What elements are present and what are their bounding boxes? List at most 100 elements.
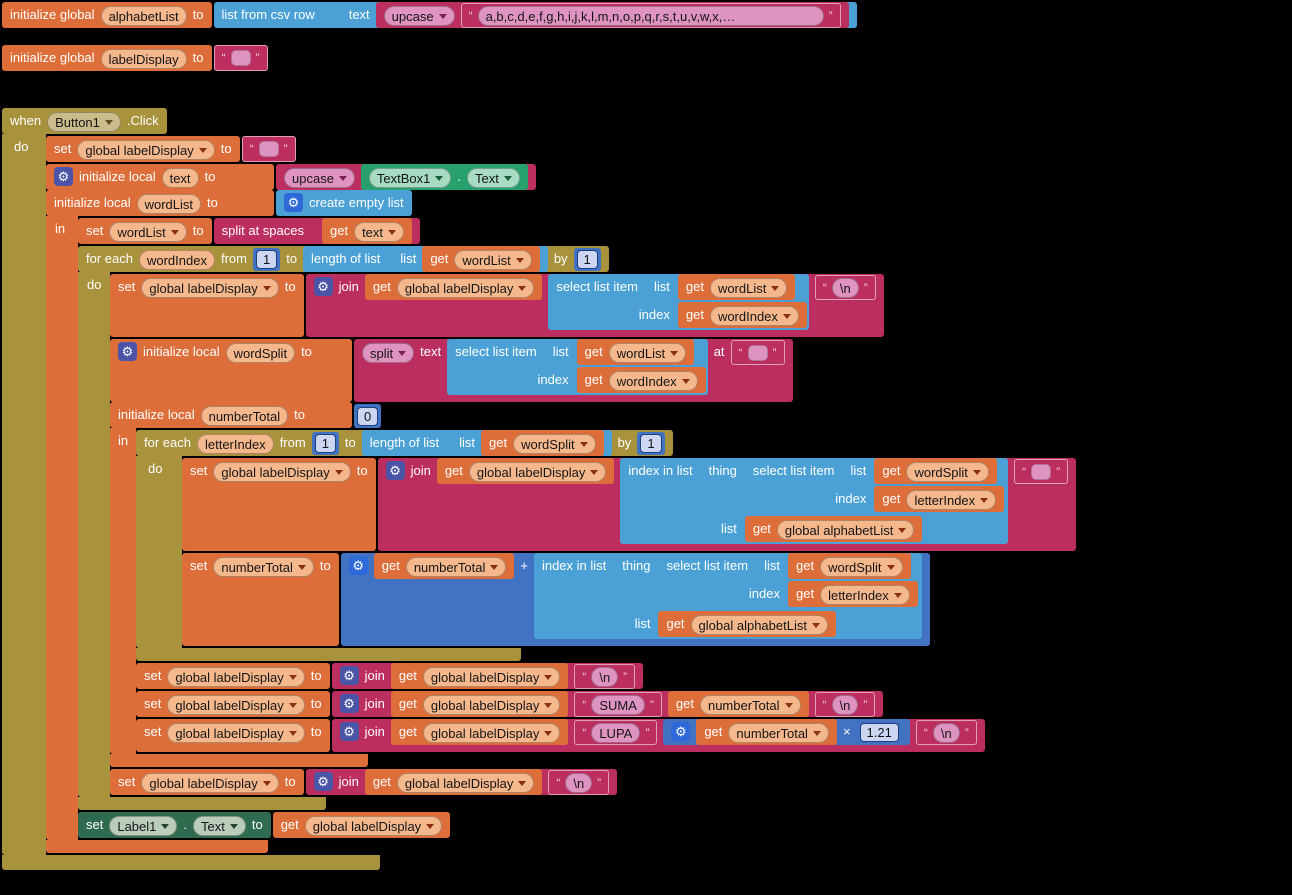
variable-dropdown[interactable]: global labelDisplay: [77, 140, 215, 160]
init-local-header-seg[interactable]: ⚙ initialize local text to: [46, 164, 274, 190]
string-input[interactable]: \n: [831, 277, 859, 298]
variable-dropdown[interactable]: numberTotal: [728, 723, 829, 743]
string-input[interactable]: SUMA: [591, 694, 645, 715]
variable-dropdown[interactable]: wordList: [454, 250, 532, 270]
empty-string-block[interactable]: “”: [1014, 459, 1069, 484]
init-global-header[interactable]: initialize global labelDisplay to: [2, 45, 212, 71]
set-variable-block[interactable]: set global labelDisplay to: [182, 458, 376, 551]
append-word-row[interactable]: set global labelDisplay to ⚙ join: [110, 274, 884, 337]
variable-dropdown[interactable]: global labelDisplay: [167, 695, 305, 715]
variable-dropdown[interactable]: global alphabetList: [690, 615, 828, 635]
foreach-header[interactable]: for each wordIndex from 1 to length of l…: [78, 246, 609, 272]
set-variable-block[interactable]: set global labelDisplay to: [110, 769, 304, 795]
init-local-header-seg[interactable]: initialize local wordList to: [46, 190, 274, 216]
number-input[interactable]: 0: [357, 406, 379, 426]
empty-string-block[interactable]: “”: [241, 136, 296, 162]
append-lupa-row[interactable]: set global labelDisplay to ⚙: [136, 719, 985, 752]
local-text-name-field[interactable]: text: [161, 168, 199, 188]
number-input[interactable]: 1: [255, 250, 278, 269]
init-global-labeldisplay-block[interactable]: initialize global labelDisplay to “ ”: [2, 45, 268, 71]
init-global-header[interactable]: initialize global alphabetList to: [2, 2, 212, 28]
init-local-text-wordlist-block[interactable]: ⚙ initialize local text to upcase TextBo…: [46, 164, 1077, 853]
number-input[interactable]: 1: [576, 250, 598, 269]
create-empty-list-block[interactable]: ⚙ create empty list: [276, 190, 412, 216]
text-string-block[interactable]: “ a,b,c,d,e,f,g,h,i,j,k,l,m,n,o,p,q,r,s,…: [460, 3, 841, 28]
set-variable-block[interactable]: set wordList to: [78, 218, 212, 244]
split-dropdown[interactable]: split: [362, 343, 415, 363]
mutator-gear-icon[interactable]: ⚙: [385, 461, 405, 480]
length-of-list-block[interactable]: length of list list get wordList: [303, 246, 548, 272]
upcase-dropdown[interactable]: upcase: [383, 6, 455, 26]
init-local-wordlist-row[interactable]: initialize local wordList to ⚙ create em…: [46, 190, 412, 216]
number-block[interactable]: 1: [637, 432, 665, 455]
append-letter-row[interactable]: set global labelDisplay to: [182, 458, 1077, 551]
mutator-gear-icon[interactable]: ⚙: [284, 193, 303, 212]
variable-dropdown[interactable]: global labelDisplay: [422, 667, 561, 687]
append-newline-after-word-row[interactable]: set global labelDisplay to ⚙ join: [110, 769, 618, 795]
init-local-header-seg[interactable]: ⚙ initialize local wordSplit to: [110, 339, 352, 402]
variable-dropdown[interactable]: global labelDisplay: [213, 462, 351, 482]
newline-string-block[interactable]: “\n”: [915, 720, 977, 745]
component-setter-block[interactable]: set Label1 . Text to: [78, 812, 271, 838]
mutator-gear-icon[interactable]: ⚙: [313, 277, 333, 296]
number-block[interactable]: 1: [252, 248, 281, 271]
empty-text-input[interactable]: [747, 344, 768, 361]
variable-dropdown[interactable]: global labelDisplay: [141, 773, 279, 793]
get-variable-block[interactable]: get text: [321, 218, 413, 244]
empty-text-input[interactable]: [258, 141, 279, 157]
wordsplit-name-field[interactable]: wordSplit: [225, 343, 296, 363]
set-variable-block[interactable]: set numberTotal to: [182, 553, 339, 646]
variable-dropdown[interactable]: letterIndex: [906, 490, 997, 510]
space-string-block[interactable]: “”: [730, 340, 785, 365]
variable-dropdown[interactable]: wordSplit: [820, 557, 903, 577]
variable-dropdown[interactable]: wordList: [109, 222, 187, 242]
variable-dropdown[interactable]: global labelDisplay: [422, 695, 561, 715]
upcase-dropdown[interactable]: upcase: [284, 168, 355, 188]
newline-string-block[interactable]: “\n”: [814, 692, 876, 717]
textbox1-text-getter-block[interactable]: TextBox1 . Text: [360, 164, 528, 190]
lupa-string-block[interactable]: “LUPA”: [574, 720, 658, 745]
string-input[interactable]: LUPA: [591, 722, 641, 743]
suma-string-block[interactable]: “SUMA”: [574, 692, 662, 717]
empty-text-input[interactable]: [230, 50, 251, 66]
component-dropdown[interactable]: Button1: [47, 112, 121, 132]
init-global-alphabetlist-block[interactable]: initialize global alphabetList to list f…: [2, 2, 857, 28]
append-suma-row[interactable]: set global labelDisplay to ⚙: [136, 691, 884, 717]
newline-string-block[interactable]: “\n”: [814, 275, 876, 300]
variable-dropdown[interactable]: wordIndex: [608, 371, 698, 391]
newline-string-block[interactable]: “\n”: [574, 664, 636, 689]
string-input[interactable]: \n: [831, 694, 859, 715]
newline-string-block[interactable]: “\n”: [548, 770, 610, 795]
add-letter-value-row[interactable]: set numberTotal to ⚙: [182, 553, 930, 646]
number-block[interactable]: 1.21: [856, 721, 902, 744]
join-block[interactable]: ⚙ join get global labelDisplay: [305, 274, 884, 337]
set-wordlist-row[interactable]: set wordList to split at spaces get text: [78, 218, 421, 244]
foreach-header[interactable]: for each letterIndex from 1 to: [136, 430, 673, 456]
mutator-gear-icon[interactable]: ⚙: [339, 722, 359, 741]
component-dropdown[interactable]: Label1: [109, 816, 178, 836]
set-variable-block[interactable]: set global labelDisplay to: [110, 274, 304, 337]
variable-dropdown[interactable]: global labelDisplay: [396, 278, 535, 298]
string-input[interactable]: \n: [932, 722, 960, 743]
mutator-gear-icon[interactable]: ⚙: [348, 556, 368, 575]
variable-dropdown[interactable]: global labelDisplay: [422, 723, 561, 743]
alphabetlist-name-field[interactable]: alphabetList: [100, 6, 187, 26]
number-input[interactable]: 1.21: [859, 723, 899, 742]
letterindex-name-field[interactable]: letterIndex: [196, 434, 274, 454]
